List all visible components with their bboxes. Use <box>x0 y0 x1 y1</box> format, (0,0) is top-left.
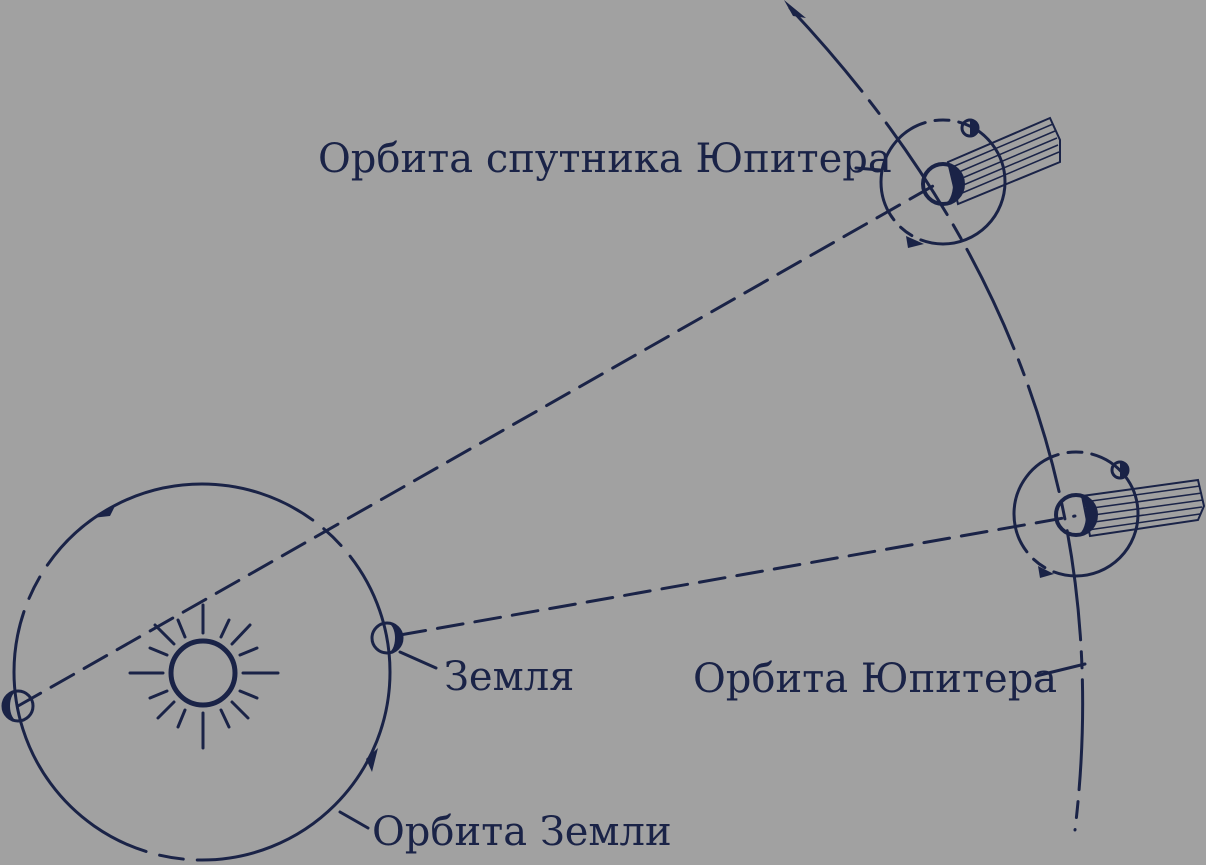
earth-orbit-circle <box>12 482 392 862</box>
jupiter-upper-system <box>879 116 1061 248</box>
satellite-orbit-lower <box>1012 450 1140 578</box>
label-earth: Земля <box>444 654 574 700</box>
sight-line-lower <box>398 514 1077 637</box>
leader-earth <box>398 650 438 670</box>
leader-earth-orbit <box>338 810 370 830</box>
satellite-orbit-upper <box>879 118 1007 246</box>
earth-left-icon <box>1 689 35 723</box>
jupiter-orbit-arrow <box>784 0 806 18</box>
leader-satellite-orbit <box>854 166 882 172</box>
leader-jupiter-orbit <box>1034 662 1087 678</box>
earth-orbit-arrow-right <box>366 748 378 772</box>
jupiter-lower-system <box>1012 450 1206 578</box>
jupiter-shadow-lower <box>1080 478 1206 538</box>
sun-icon <box>128 603 280 750</box>
jupiter-orbit-arc <box>788 6 1085 832</box>
earth-orbit-arrow-upper <box>92 504 116 518</box>
label-jupiter-satellite-orbit: Орбита спутника Юпитера <box>318 136 892 182</box>
label-earth-orbit: Орбита Земли <box>372 809 672 855</box>
sight-line-upper <box>16 180 942 708</box>
earth-right-icon <box>370 621 404 655</box>
label-jupiter-orbit: Орбита Юпитера <box>693 656 1057 702</box>
